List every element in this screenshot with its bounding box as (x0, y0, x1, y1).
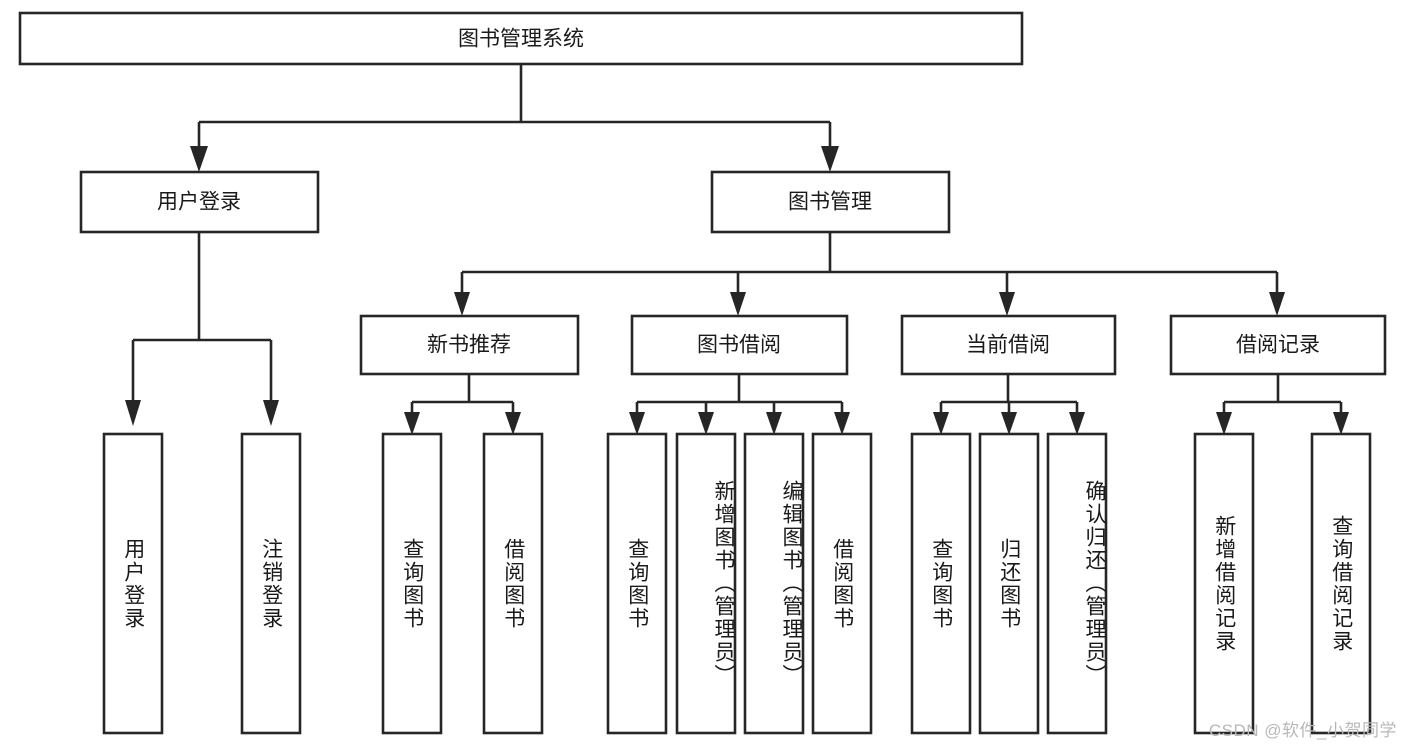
node-leaf-add-book-admin[interactable] (675, 432, 737, 735)
node-book-borrow[interactable] (630, 314, 849, 376)
arrowhead-icon-borrow (730, 292, 746, 316)
node-leaf-query-book-c[interactable] (910, 432, 972, 735)
node-leaf-add-borrow-record[interactable] (1193, 432, 1255, 735)
arrowhead-icon-leaf-c3 (766, 412, 782, 435)
watermark-text: CSDN @软件_小贺同学 (1208, 721, 1397, 740)
node-book-management[interactable] (710, 170, 951, 234)
arrowhead-icon-current (999, 292, 1015, 316)
arrowhead-icon-leaf-d1 (933, 412, 949, 435)
arrowhead-icon-leaf-b2 (505, 412, 521, 435)
node-leaf-user-login[interactable] (102, 432, 164, 735)
arrowhead-icon-leaf-d3 (1069, 412, 1085, 435)
node-user-login[interactable] (79, 170, 320, 234)
arrowhead-icon-book-mgmt (821, 146, 839, 172)
node-leaf-edit-book-admin[interactable] (743, 432, 805, 735)
node-leaf-query-book-b[interactable] (606, 432, 668, 735)
arrowhead-icon-leaf-e1 (1216, 412, 1232, 435)
node-current-borrow[interactable] (900, 314, 1117, 376)
arrowhead-icon-leaf-a2 (263, 400, 279, 426)
node-leaf-query-book-a[interactable] (381, 432, 443, 735)
node-layer: 图书管理系统 用户登录 图书管理 新书推荐 图书借阅 当前借阅 借阅记录 (18, 11, 1387, 735)
arrowhead-icon-leaf-b1 (404, 412, 420, 435)
node-user-login-label: 用户登录 (157, 191, 241, 214)
node-leaf-return-book[interactable] (978, 432, 1040, 735)
node-root[interactable] (18, 11, 1024, 66)
arrowhead-icon-user-login (190, 146, 208, 172)
node-leaf-logout[interactable] (240, 432, 302, 735)
arrowhead-icon-new-book (454, 292, 470, 316)
node-borrow-records[interactable] (1169, 314, 1387, 376)
arrowhead-icon-leaf-e2 (1333, 412, 1349, 435)
node-new-book-recommend[interactable] (359, 314, 580, 376)
node-leaf-query-borrow-record[interactable] (1310, 432, 1372, 735)
node-root-label: 图书管理系统 (458, 28, 584, 51)
node-leaf-borrow-book-a[interactable] (482, 432, 544, 735)
node-leaf-borrow-book-b[interactable] (811, 432, 873, 735)
arrowhead-layer (125, 146, 1349, 435)
arrowhead-icon-leaf-c1 (629, 412, 645, 435)
node-book-borrow-label: 图书借阅 (697, 334, 781, 357)
arrowhead-icon-leaf-c2 (698, 412, 714, 435)
arrowhead-icon-leaf-a1 (125, 400, 141, 426)
arrowhead-icon-records (1269, 292, 1285, 316)
node-borrow-records-label: 借阅记录 (1236, 334, 1320, 357)
node-new-book-recommend-label: 新书推荐 (427, 334, 511, 357)
node-leaf-confirm-return-admin[interactable] (1046, 432, 1108, 735)
node-current-borrow-label: 当前借阅 (966, 334, 1050, 357)
arrowhead-icon-leaf-c4 (834, 412, 850, 435)
arrowhead-icon-leaf-d2 (1001, 412, 1017, 435)
node-book-management-label: 图书管理 (788, 191, 872, 214)
